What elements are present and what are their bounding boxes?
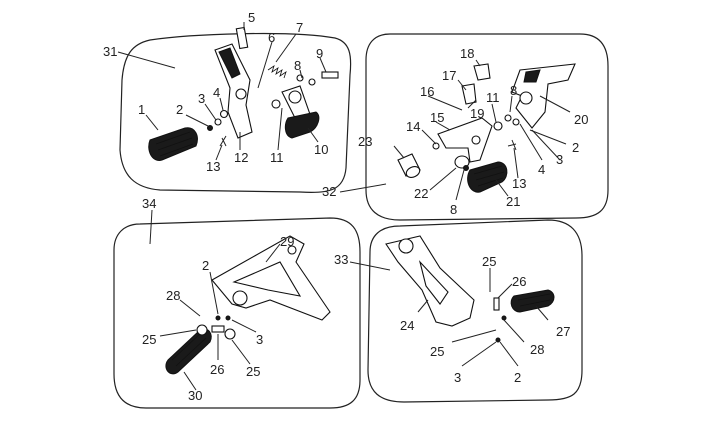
callout-4: 4 bbox=[538, 162, 545, 177]
callout-7: 7 bbox=[296, 20, 303, 35]
footpeg-part-21 bbox=[467, 161, 508, 193]
callout-19: 19 bbox=[470, 106, 484, 121]
group-label-31: 31 bbox=[103, 44, 117, 59]
callout-5: 5 bbox=[248, 10, 255, 25]
callout-27: 27 bbox=[556, 324, 570, 339]
assembly-group-31: 31 bbox=[103, 10, 352, 194]
footpeg-part-1 bbox=[148, 127, 198, 161]
callout-8: 8 bbox=[294, 58, 301, 73]
callout-17: 17 bbox=[442, 68, 456, 83]
bracket-part-29 bbox=[211, 235, 331, 321]
callout-23: 23 bbox=[358, 134, 372, 149]
group-32-outline bbox=[365, 33, 609, 221]
footpeg-part-30 bbox=[165, 324, 212, 375]
callout-25b: 25 bbox=[430, 344, 444, 359]
group-34-outline bbox=[113, 217, 361, 409]
sleeve-part-23 bbox=[397, 153, 421, 178]
pedal-part-10 bbox=[281, 85, 320, 139]
callout-2: 2 bbox=[514, 370, 521, 385]
group-label-33: 33 bbox=[334, 252, 348, 267]
callout-26: 26 bbox=[512, 274, 526, 289]
callout-28: 28 bbox=[166, 288, 180, 303]
callout-13: 13 bbox=[206, 159, 220, 174]
callout-8: 8 bbox=[510, 83, 517, 98]
bushing-part-22 bbox=[454, 155, 470, 169]
bracket-part-12 bbox=[214, 43, 253, 139]
callout-11: 11 bbox=[270, 150, 284, 165]
group-33-outline bbox=[367, 219, 583, 403]
callout-13: 13 bbox=[512, 176, 526, 191]
bolt-part-5 bbox=[235, 26, 249, 50]
callout-20: 20 bbox=[574, 112, 588, 127]
callout-12: 12 bbox=[234, 150, 248, 165]
callout-1: 1 bbox=[138, 102, 145, 117]
bracket-part-20 bbox=[511, 63, 576, 129]
callout-26: 26 bbox=[210, 362, 224, 377]
callout-14: 14 bbox=[406, 119, 420, 134]
callout-2: 2 bbox=[202, 258, 209, 273]
callout-6: 6 bbox=[268, 30, 275, 45]
callout-18: 18 bbox=[460, 46, 474, 61]
arm-part-15 bbox=[437, 117, 493, 163]
callout-2: 2 bbox=[176, 102, 183, 117]
assembly-group-32: 32 bbox=[322, 33, 609, 221]
callout-9: 9 bbox=[316, 46, 323, 61]
callout-28: 28 bbox=[530, 342, 544, 357]
spring-part-7 bbox=[267, 65, 287, 79]
footpeg-part-27 bbox=[510, 289, 555, 313]
callout-10: 10 bbox=[314, 142, 328, 157]
callout-30: 30 bbox=[188, 388, 202, 403]
callout-25: 25 bbox=[482, 254, 496, 269]
callout-2: 2 bbox=[572, 140, 579, 155]
callout-16: 16 bbox=[420, 84, 434, 99]
callout-3: 3 bbox=[454, 370, 461, 385]
callout-4: 4 bbox=[213, 85, 220, 100]
callout-8b: 8 bbox=[450, 202, 457, 217]
callout-3: 3 bbox=[198, 91, 205, 106]
callout-22: 22 bbox=[414, 186, 428, 201]
callout-15: 15 bbox=[430, 110, 444, 125]
clip-part-18 bbox=[473, 63, 491, 81]
bracket-part-24 bbox=[385, 235, 475, 327]
group-label-32: 32 bbox=[322, 184, 336, 199]
group-31-outline bbox=[119, 32, 352, 194]
callout-21: 21 bbox=[506, 194, 520, 209]
pin-part-9 bbox=[321, 71, 339, 79]
assembly-group-33: 33 25 26 24 27 25 28 3 2 bbox=[334, 219, 583, 403]
callout-25: 25 bbox=[142, 332, 156, 347]
assembly-group-34: 34 29 2 28 3 25 26 2 bbox=[113, 196, 361, 409]
callout-3: 3 bbox=[556, 152, 563, 167]
callout-29: 29 bbox=[280, 234, 294, 249]
callout-3: 3 bbox=[256, 332, 263, 347]
group-label-34: 34 bbox=[142, 196, 156, 211]
callout-11: 11 bbox=[486, 90, 500, 105]
callout-24: 24 bbox=[400, 318, 414, 333]
callout-25b: 25 bbox=[246, 364, 260, 379]
